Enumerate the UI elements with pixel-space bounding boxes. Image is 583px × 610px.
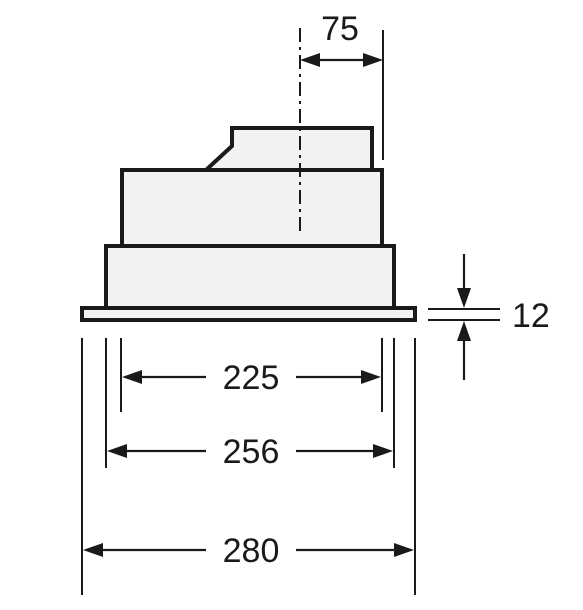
dimension-middle-width: 256 [107, 433, 393, 471]
arrowhead-icon [457, 288, 471, 308]
dimension-flange-height: 12 [428, 254, 550, 380]
arrowhead-icon [83, 543, 103, 557]
cooker-hood-insert-outline [80, 126, 417, 322]
dimension-label-top-offset: 75 [321, 10, 359, 48]
dimension-label-inner-width: 225 [223, 359, 280, 397]
arrowhead-icon [457, 321, 471, 341]
dimension-label-middle-width: 256 [223, 433, 280, 471]
arrowhead-icon [361, 370, 381, 384]
arrowhead-icon [300, 53, 320, 67]
arrowhead-icon [394, 543, 414, 557]
arrowhead-icon [122, 370, 142, 384]
arrowhead-icon [363, 53, 383, 67]
extension-lines-bottom [81, 338, 416, 595]
upper-housing [120, 168, 384, 248]
lower-housing [104, 244, 396, 310]
dimension-top-offset: 75 [300, 10, 384, 160]
dimension-label-overall-width: 280 [223, 532, 280, 570]
outlet-spigot [200, 126, 374, 172]
dimension-inner-width: 225 [122, 359, 381, 397]
dimension-label-flange-height: 12 [512, 297, 550, 335]
arrowhead-icon [373, 444, 393, 458]
dimension-overall-width: 280 [83, 532, 414, 570]
arrowhead-icon [107, 444, 127, 458]
